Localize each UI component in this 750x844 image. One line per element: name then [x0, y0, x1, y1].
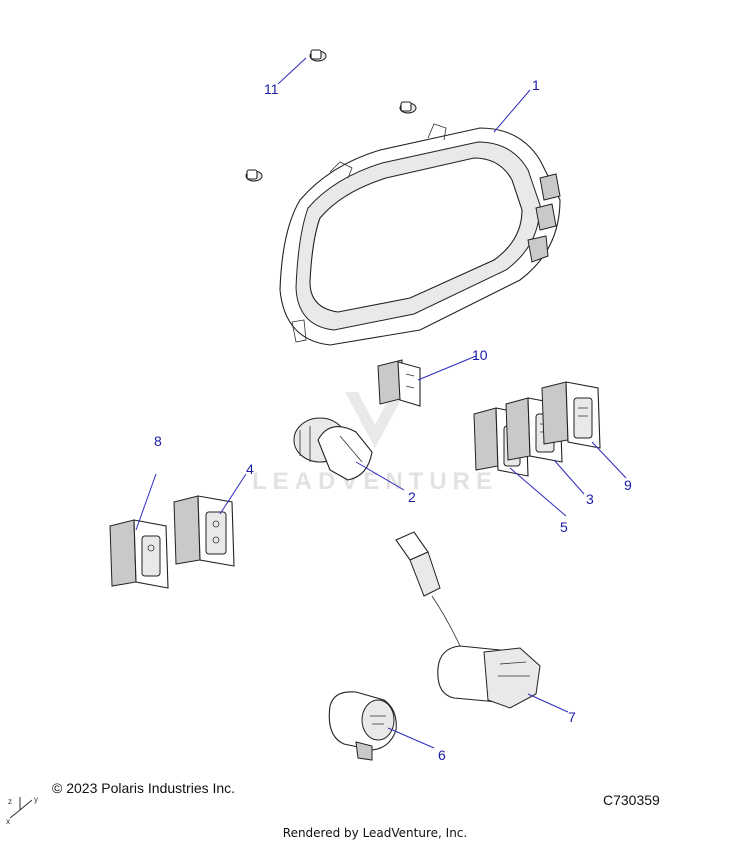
power-socket-part-6	[328, 691, 397, 761]
rendered-by-text: Rendered by LeadVenture, Inc.	[282, 826, 468, 840]
screw-part-11	[245, 49, 417, 182]
callout-10: 10	[472, 347, 488, 363]
callout-numbers: 1 2 3 4 5 6 7 8 9 10 11	[154, 77, 632, 763]
callout-2: 2	[408, 489, 416, 505]
leader-lines	[135, 57, 627, 749]
usb-charger-part-7	[395, 531, 541, 709]
instrument-cluster-part-1	[279, 123, 561, 346]
copyright-text: © 2023 Polaris Industries Inc.	[52, 780, 236, 796]
callout-6: 6	[438, 747, 446, 763]
axis-y-label: y	[34, 795, 38, 804]
callout-3: 3	[586, 491, 594, 507]
switch-part-4	[173, 495, 235, 567]
switch-part-9	[541, 381, 601, 449]
axis-triad: z y x	[6, 795, 38, 826]
callout-8: 8	[154, 433, 162, 449]
knob-part-2	[293, 417, 373, 481]
callout-1: 1	[532, 77, 540, 93]
callout-7: 7	[568, 709, 576, 725]
diagram-id: C730359	[603, 792, 660, 808]
callout-4: 4	[246, 461, 254, 477]
leadventure-watermark: LEADVENTURE	[251, 468, 498, 495]
axis-x-label: x	[6, 817, 10, 826]
axis-z-label: z	[8, 797, 12, 806]
callout-11: 11	[264, 81, 279, 97]
callout-9: 9	[624, 477, 632, 493]
watermark-logo	[345, 392, 405, 448]
callout-5: 5	[560, 519, 568, 535]
switch-part-8	[109, 519, 169, 589]
switch-part-10	[377, 359, 421, 407]
